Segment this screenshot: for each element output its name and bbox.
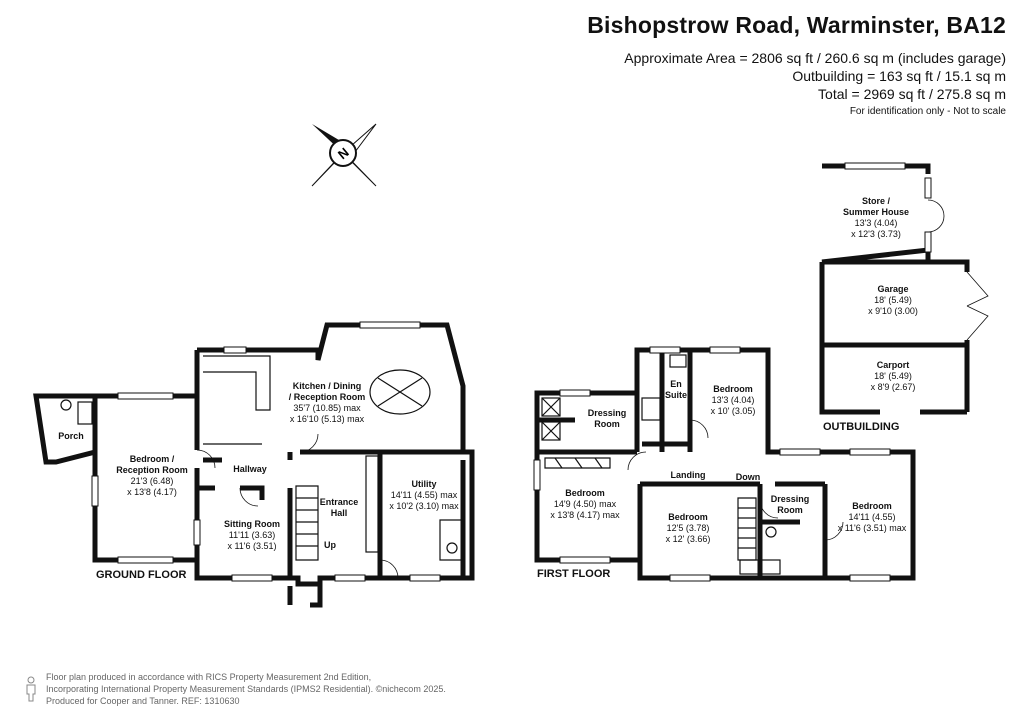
footer-text: Floor plan produced in accordance with R…: [46, 671, 446, 707]
room-dressing-1: Dressing Room: [587, 408, 627, 429]
room-en-suite: En Suite: [664, 379, 688, 400]
stairs-down-label: Down: [735, 472, 761, 482]
room-store-summer-house: Store / Summer House 13'3 (4.04) x 12'3 …: [842, 196, 910, 239]
room-bedroom-f3: Bedroom 12'5 (3.78) x 12' (3.66): [665, 512, 711, 544]
room-kitchen: Kitchen / Dining / Reception Room 35'7 (…: [288, 381, 366, 424]
person-icon: [26, 676, 36, 702]
footer-line-1: Floor plan produced in accordance with R…: [46, 672, 372, 682]
ground-floor-label: GROUND FLOOR: [96, 569, 187, 581]
total-area: Total = 2969 sq ft / 275.8 sq m: [818, 86, 1006, 102]
room-garage: Garage 18' (5.49) x 9'10 (3.00): [868, 284, 918, 316]
room-bedroom-f1: Bedroom 13'3 (4.04) x 10' (3.05): [710, 384, 756, 416]
room-bedroom-reception: Bedroom / Reception Room 21'3 (6.48) x 1…: [116, 454, 188, 497]
outbuilding-label: OUTBUILDING: [823, 421, 900, 433]
outbuilding-area: Outbuilding = 163 sq ft / 15.1 sq m: [792, 68, 1006, 84]
approximate-area: Approximate Area = 2806 sq ft / 260.6 sq…: [624, 50, 1006, 66]
disclaimer-note: For identification only - Not to scale: [849, 106, 1006, 117]
first-floor-label: FIRST FLOOR: [537, 568, 611, 580]
room-entrance-hall: Entrance Hall: [319, 497, 359, 518]
room-dressing-2: Dressing Room: [770, 494, 810, 515]
first-floor-plan: [533, 346, 916, 582]
room-utility: Utility 14'11 (4.55) max x 10'2 (3.10) m…: [389, 479, 459, 511]
ground-floor-plan: [33, 321, 475, 608]
outbuilding-plan: [819, 162, 989, 415]
room-bedroom-f2: Bedroom 14'9 (4.50) max x 13'8 (4.17) ma…: [550, 488, 620, 520]
compass-icon: N: [311, 123, 377, 187]
room-landing: Landing: [670, 470, 706, 480]
footer-line-2: Incorporating International Property Mea…: [46, 684, 446, 694]
room-hallway: Hallway: [233, 464, 267, 474]
room-carport: Carport 18' (5.49) x 8'9 (2.67): [870, 360, 916, 392]
footer-line-3: Produced for Cooper and Tanner. REF: 131…: [46, 696, 240, 706]
room-sitting: Sitting Room 11'11 (3.63) x 11'6 (3.51): [224, 519, 280, 551]
room-porch: Porch: [58, 431, 84, 441]
room-bedroom-f4: Bedroom 14'11 (4.55) x 11'6 (3.51) max: [837, 501, 907, 533]
stairs-up-label: Up: [324, 540, 336, 550]
page-title: Bishopstrow Road, Warminster, BA12: [587, 12, 1006, 38]
